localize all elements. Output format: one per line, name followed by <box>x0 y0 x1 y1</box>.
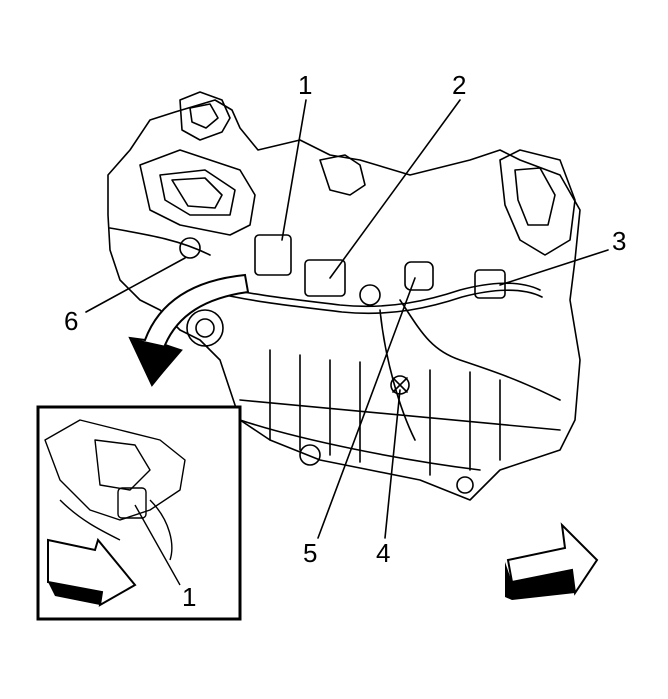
leader-5 <box>317 277 416 539</box>
leader-6 <box>85 257 186 313</box>
inset-leader-1 <box>134 504 181 586</box>
callout-1: 1 <box>298 70 313 100</box>
leader-2 <box>329 99 461 279</box>
leader-3 <box>499 249 609 286</box>
leader-1 <box>281 99 307 241</box>
callout-3: 3 <box>612 226 627 256</box>
throttle-body <box>139 149 256 236</box>
leader-4 <box>384 389 401 539</box>
callout-4: 4 <box>376 538 391 568</box>
callout-5: 5 <box>303 538 318 568</box>
callout-2: 2 <box>452 70 467 100</box>
callout-6: 6 <box>64 306 79 336</box>
wiring-harness <box>209 282 541 308</box>
inset-callout-1: 1 <box>182 582 197 612</box>
engine-block <box>107 99 581 501</box>
